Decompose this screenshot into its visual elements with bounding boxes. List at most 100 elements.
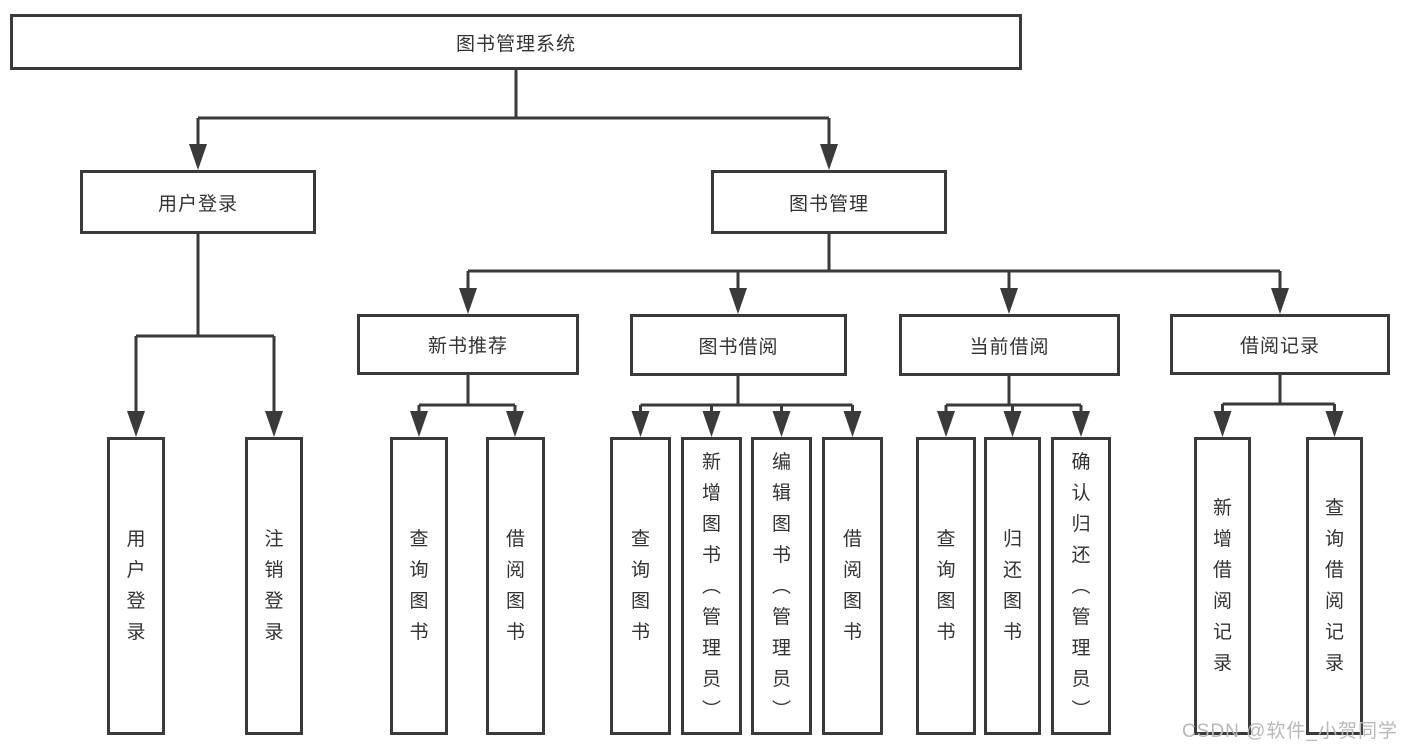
vertical-label-char: 注: [264, 529, 284, 550]
leaf-query-books-current: 查询图书: [916, 437, 976, 735]
vertical-label-char: 阅: [1324, 591, 1344, 612]
vertical-label-char: ︶: [1071, 699, 1091, 721]
vertical-label-char: 借: [1324, 560, 1344, 581]
connector-book-management-branch: [459, 234, 1289, 314]
vertical-label-char: 管: [1071, 606, 1091, 628]
vertical-label-char: 归: [1002, 529, 1022, 550]
vertical-label-char: 借: [1212, 560, 1232, 581]
vertical-label-char: 阅: [1212, 591, 1232, 612]
vertical-label-char: 图: [409, 591, 429, 612]
vertical-label-char: 图: [771, 513, 791, 535]
vertical-label-char: 确: [1071, 451, 1091, 473]
vertical-label-char: 图: [630, 591, 650, 612]
leaf-query-books-borrow: 查询图书: [610, 437, 671, 735]
vertical-label-char: ︵: [771, 575, 791, 597]
vertical-label-char: 图: [936, 591, 956, 612]
vertical-label-char: 书: [842, 622, 862, 643]
vertical-label-char: 归: [1071, 513, 1091, 535]
vertical-label-char: 查: [1324, 498, 1344, 519]
watermark: CSDN @软件_小贺同学: [1182, 721, 1398, 742]
vertical-label-char: 编: [771, 451, 791, 473]
vertical-label-char: 录: [1212, 653, 1232, 674]
connector-root-to-level2: [189, 69, 838, 170]
connector-user-login-branch: [127, 234, 283, 437]
vertical-label-char: 销: [264, 560, 284, 581]
leaf-confirm-return-admin: 确认归还︵管理员︶: [1051, 437, 1111, 735]
leaf-query-books-recommend: 查询图书: [390, 437, 448, 735]
vertical-label-char: 管: [771, 606, 791, 628]
vertical-label-char: 查: [936, 529, 956, 550]
vertical-label-char: 书: [701, 544, 721, 566]
vertical-label-char: 图: [505, 591, 525, 612]
vertical-label-char: 还: [1071, 544, 1091, 566]
vertical-label-char: 书: [409, 622, 429, 643]
vertical-label-char: 借: [842, 529, 862, 550]
vertical-label-char: 图: [701, 513, 721, 535]
vertical-label-char: ︶: [771, 699, 791, 721]
vertical-label-char: 增: [1212, 529, 1232, 550]
vertical-label-char: 书: [1002, 622, 1022, 643]
node-book-borrow: 图书借阅: [630, 314, 847, 376]
leaf-query-borrow-record: 查询借阅记录: [1306, 437, 1363, 735]
vertical-label-char: 录: [126, 622, 146, 643]
vertical-label-char: 询: [630, 560, 650, 581]
leaf-logout: 注销登录: [245, 437, 303, 735]
connector-borrow-records-branch: [1213, 375, 1344, 437]
vertical-label-char: 图: [1002, 591, 1022, 612]
leaf-borrow-books-recommend: 借阅图书: [486, 437, 545, 735]
vertical-label-char: 书: [771, 544, 791, 566]
vertical-label-char: 查: [409, 529, 429, 550]
connector-book-borrow-branch: [631, 376, 862, 437]
vertical-label-char: 新: [701, 451, 721, 473]
vertical-label-char: 用: [126, 529, 146, 550]
node-library-system-root: 图书管理系统: [10, 14, 1022, 70]
vertical-label-char: 登: [126, 591, 146, 612]
vertical-label-char: ︵: [701, 575, 721, 597]
vertical-label-char: 书: [630, 622, 650, 643]
vertical-label-char: 图: [842, 591, 862, 612]
vertical-label-char: 户: [126, 560, 146, 581]
leaf-edit-books-admin: 编辑图书 ︵ 管理员 ︶: [751, 437, 812, 735]
vertical-label-char: 记: [1212, 622, 1232, 643]
vertical-label-char: 录: [264, 622, 284, 643]
leaf-return-books: 归还图书: [984, 437, 1041, 735]
vertical-label-char: 询: [1324, 529, 1344, 550]
node-new-book-recommend: 新书推荐: [357, 314, 579, 375]
vertical-label-char: 书: [505, 622, 525, 643]
node-book-management: 图书管理: [711, 170, 947, 234]
leaf-add-borrow-record: 新增借阅记录: [1194, 437, 1251, 735]
connector-current-borrow-branch: [937, 376, 1090, 437]
vertical-label-char: 书: [936, 622, 956, 643]
vertical-label-char: 阅: [505, 560, 525, 581]
vertical-label-char: 查: [630, 529, 650, 550]
vertical-label-char: 记: [1324, 622, 1344, 643]
vertical-label-char: 理: [771, 637, 791, 659]
node-current-borrow: 当前借阅: [899, 314, 1120, 376]
vertical-label-char: ︶: [701, 699, 721, 721]
vertical-label-char: 还: [1002, 560, 1022, 581]
vertical-label-char: 理: [701, 637, 721, 659]
vertical-label-char: 认: [1071, 482, 1091, 504]
vertical-label-char: 登: [264, 591, 284, 612]
vertical-label-char: 询: [409, 560, 429, 581]
vertical-label-char: 增: [701, 482, 721, 504]
vertical-label-char: 阅: [842, 560, 862, 581]
vertical-label-char: 员: [1071, 668, 1091, 690]
leaf-user-login: 用户登录: [107, 437, 165, 735]
vertical-label-char: 询: [936, 560, 956, 581]
vertical-label-char: 管: [701, 606, 721, 628]
connector-new-book-branch: [410, 375, 524, 437]
leaf-add-books-admin: 新增图书 ︵ 管理员 ︶: [681, 437, 742, 735]
node-user-login: 用户登录: [80, 170, 316, 234]
vertical-label-char: 员: [701, 668, 721, 690]
node-borrow-records: 借阅记录: [1170, 314, 1390, 375]
vertical-label-char: 理: [1071, 637, 1091, 659]
vertical-label-char: 新: [1212, 498, 1232, 519]
vertical-label-char: 录: [1324, 653, 1344, 674]
vertical-label-char: 员: [771, 668, 791, 690]
vertical-label-char: 借: [505, 529, 525, 550]
vertical-label-char: 辑: [771, 482, 791, 504]
leaf-borrow-books: 借阅图书: [822, 437, 883, 735]
